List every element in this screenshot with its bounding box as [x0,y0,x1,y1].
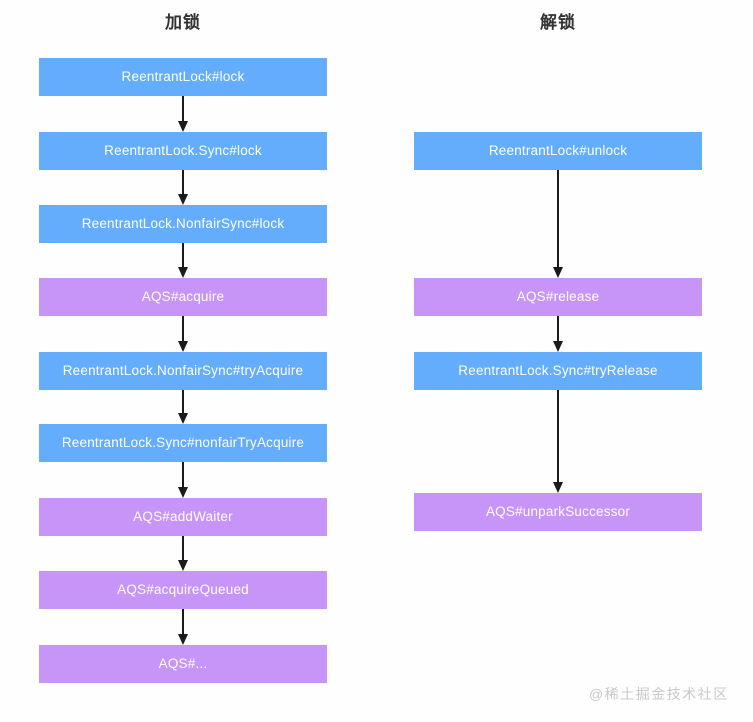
flow-node-label: AQS#addWaiter [133,509,233,524]
flow-node-unlock-3: AQS#unparkSuccessor [414,493,702,531]
arrow-shaft [182,96,184,122]
flow-node-label: ReentrantLock.NonfairSync#lock [81,216,285,231]
flow-node-label: ReentrantLock.Sync#nonfairTryAcquire [61,435,305,450]
flow-node-unlock-0: ReentrantLock#unlock [414,132,702,170]
arrow-shaft [557,316,559,342]
flow-node-lock-4: ReentrantLock.NonfairSync#tryAcquire [39,352,327,390]
arrow-shaft [182,609,184,635]
flow-node-unlock-1: AQS#release [414,278,702,316]
flow-node-lock-6: AQS#addWaiter [39,498,327,536]
arrowhead-icon [178,634,188,645]
flow-node-label: ReentrantLock#lock [121,69,245,84]
flow-node-lock-2: ReentrantLock.NonfairSync#lock [39,205,327,243]
column-title-lock: 加锁 [165,13,201,32]
arrow-shaft [557,390,559,483]
flow-node-unlock-2: ReentrantLock.Sync#tryRelease [414,352,702,390]
arrow-shaft [182,536,184,561]
flow-node-lock-8: AQS#... [39,645,327,683]
arrow-shaft [182,316,184,342]
arrow-shaft [182,243,184,268]
flow-node-label: AQS#... [158,656,208,671]
flow-node-label: ReentrantLock.Sync#tryRelease [458,363,658,378]
arrowhead-icon [178,194,188,205]
arrowhead-icon [178,560,188,571]
arrowhead-icon [178,487,188,498]
arrowhead-icon [178,267,188,278]
arrow-shaft [182,390,184,414]
flow-node-lock-1: ReentrantLock.Sync#lock [39,132,327,170]
arrow-shaft [557,170,559,268]
flow-node-lock-7: AQS#acquireQueued [39,571,327,609]
arrow-shaft [182,170,184,195]
watermark-label: @稀土掘金技术社区 [589,686,729,702]
flow-node-lock-3: AQS#acquire [39,278,327,316]
arrowhead-icon [553,267,563,278]
arrowhead-icon [553,482,563,493]
flow-node-label: ReentrantLock.NonfairSync#tryAcquire [62,363,304,378]
arrowhead-icon [178,341,188,352]
flow-node-label: AQS#unparkSuccessor [485,504,631,519]
arrowhead-icon [178,121,188,132]
flow-node-lock-0: ReentrantLock#lock [39,58,327,96]
flow-node-label: AQS#release [516,289,600,304]
flow-node-label: AQS#acquireQueued [117,582,249,597]
arrow-shaft [182,462,184,488]
arrowhead-icon [178,413,188,424]
flow-node-lock-5: ReentrantLock.Sync#nonfairTryAcquire [39,424,327,462]
column-title-unlock: 解锁 [540,13,576,32]
flow-node-label: AQS#acquire [141,289,225,304]
arrowhead-icon [553,341,563,352]
flow-node-label: ReentrantLock.Sync#lock [104,143,262,158]
flow-node-label: ReentrantLock#unlock [488,143,628,158]
